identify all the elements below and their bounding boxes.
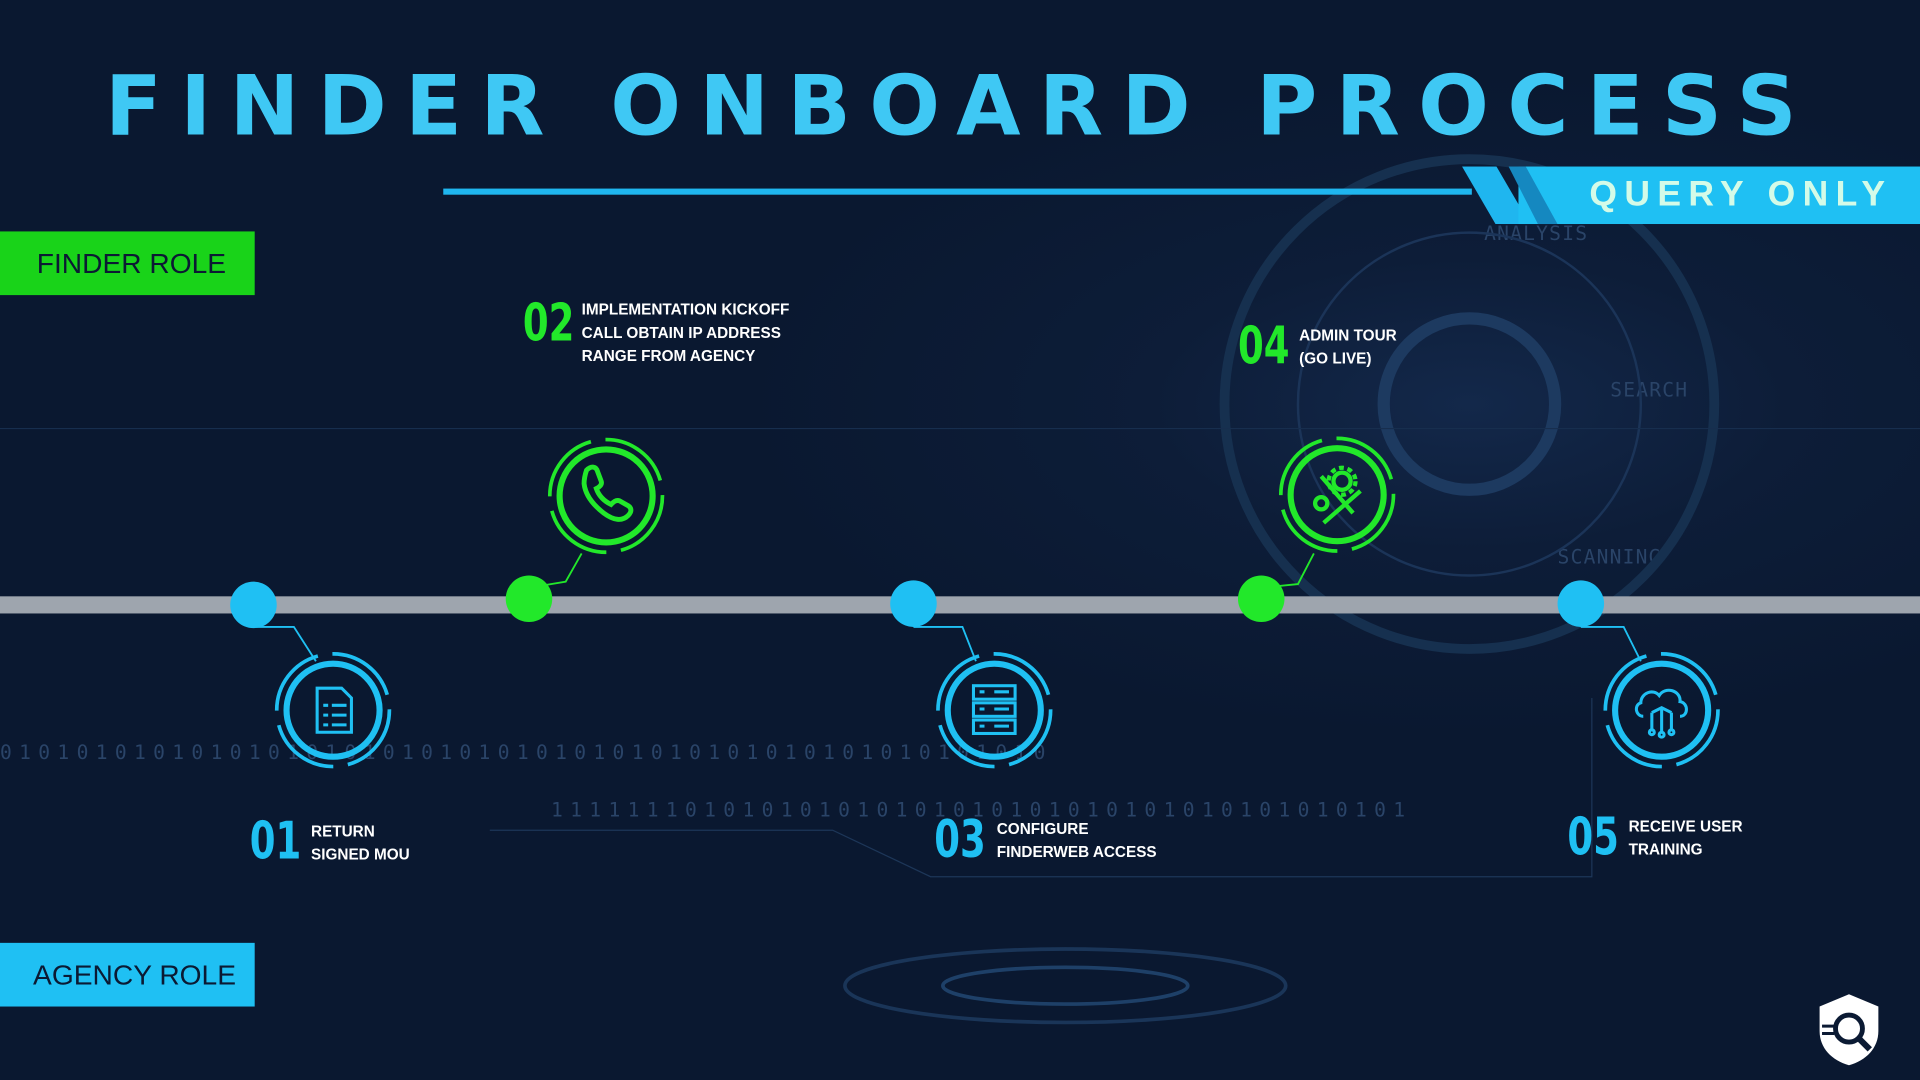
- step-04-number: 04: [1237, 315, 1290, 376]
- page-title: FINDER ONBOARD PROCESS: [105, 58, 1815, 156]
- bg-label-analysis: ANALYSIS: [1484, 221, 1589, 245]
- step-04-badge: [1278, 436, 1396, 553]
- step-03-number: 03: [934, 809, 986, 870]
- agency-role-label: AGENCY ROLE: [0, 942, 255, 1007]
- step-05-text: RECEIVE USER TRAINING: [1628, 817, 1743, 859]
- gear-wrench-icon: [1312, 465, 1362, 525]
- step-03-text: CONFIGURE FINDERWEB ACCESS: [996, 820, 1157, 861]
- step-01-number: 01: [249, 810, 302, 871]
- shield-search-logo-icon: [1819, 994, 1879, 1066]
- step-02-badge: [547, 437, 665, 555]
- title-underline: [443, 188, 1472, 195]
- bg-label-search: SEARCH: [1610, 378, 1689, 402]
- step-05-marker: [1557, 580, 1605, 627]
- query-only-badge: QUERY ONLY: [1518, 166, 1920, 225]
- step-04-text: ADMIN TOUR (GO LIVE): [1299, 326, 1397, 368]
- timeline-bar: [0, 596, 1920, 614]
- step-01-badge: [274, 652, 392, 769]
- step-01-marker: [230, 581, 277, 629]
- step-02-marker: [505, 575, 553, 623]
- step-03-marker: [890, 580, 937, 627]
- phone-icon: [581, 464, 634, 522]
- cloud-network-icon: [1634, 688, 1688, 739]
- binary-decoration: 0101010101010101010101010101010101010101…: [0, 740, 1053, 765]
- server-icon: [971, 684, 1017, 736]
- step-02-text: IMPLEMENTATION KICKOFF CALL OBTAIN IP AD…: [581, 301, 790, 365]
- step-04-marker: [1237, 575, 1285, 623]
- bg-label-scanning: SCANNING: [1557, 544, 1662, 569]
- binary-decoration: 1111111010101010101010101010101010101010…: [551, 798, 1413, 822]
- step-01-text: RETURN SIGNED MOU: [311, 822, 410, 864]
- step-05-number: 05: [1567, 806, 1619, 867]
- step-02-number: 02: [522, 292, 575, 353]
- finder-role-label: FINDER ROLE: [0, 231, 255, 296]
- document-list-icon: [315, 686, 353, 734]
- step-03-badge: [936, 652, 1053, 769]
- step-05-badge: [1603, 652, 1720, 769]
